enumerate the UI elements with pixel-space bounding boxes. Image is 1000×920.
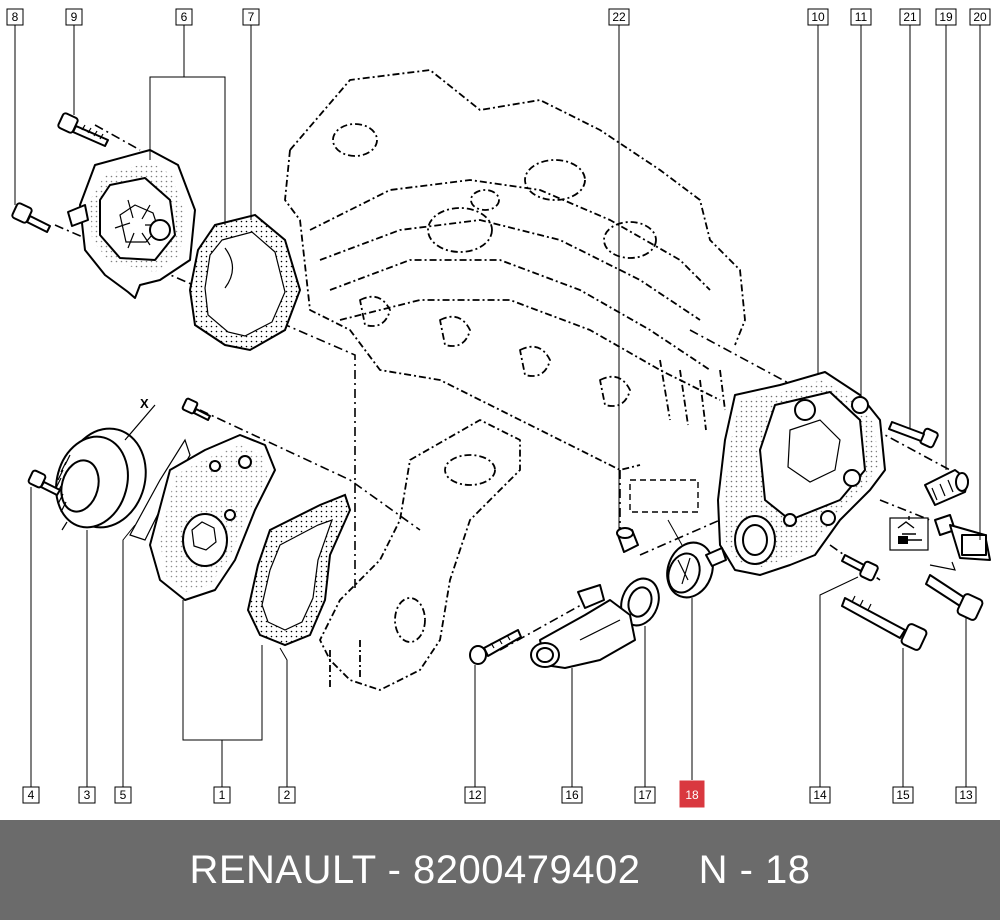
thermostat-18 xyxy=(666,541,727,599)
svg-text:21: 21 xyxy=(903,10,917,24)
part-info-banner: RENAULT - 8200479402 N - 18 xyxy=(0,820,1000,920)
callout-5: 5 xyxy=(114,786,132,804)
svg-text:15: 15 xyxy=(896,788,910,802)
diagram-position: N - 18 xyxy=(698,847,811,892)
warning-symbol-icon xyxy=(889,516,929,551)
svg-text:6: 6 xyxy=(181,10,188,24)
svg-text:3: 3 xyxy=(84,788,91,802)
gasket-5 xyxy=(129,438,191,541)
coolant-outlet-16 xyxy=(530,584,636,669)
callout-8: 8 xyxy=(6,8,24,26)
part-number: 8200479402 xyxy=(413,847,641,892)
svg-text:8: 8 xyxy=(12,10,19,24)
bolt-13 xyxy=(925,574,984,621)
leader-lines xyxy=(14,25,981,787)
engine-block-outline xyxy=(284,69,746,691)
seal-ring-17 xyxy=(620,577,660,627)
brand-name: RENAULT xyxy=(189,847,376,892)
water-pump-6 xyxy=(67,149,196,299)
callout-16: 16 xyxy=(561,786,583,804)
bleed-cap-22 xyxy=(616,527,639,553)
svg-text:17: 17 xyxy=(638,788,652,802)
callout-10: 10 xyxy=(807,8,829,26)
callout-6: 6 xyxy=(175,8,193,26)
bolt-8 xyxy=(11,202,51,233)
callout-1: 1 xyxy=(213,786,231,804)
callout-7: 7 xyxy=(242,8,260,26)
svg-text:5: 5 xyxy=(120,788,127,802)
callout-11: 11 xyxy=(850,8,872,26)
part-info-text: RENAULT - 8200479402 N - 18 xyxy=(189,848,810,893)
bolt-21 xyxy=(888,421,939,449)
callout-18: 18 xyxy=(679,780,705,808)
callout-4: 4 xyxy=(22,786,40,804)
svg-text:12: 12 xyxy=(468,788,482,802)
svg-text:13: 13 xyxy=(959,788,973,802)
bolt-14 xyxy=(841,554,879,582)
svg-text:2: 2 xyxy=(284,788,291,802)
pump-housing-1 xyxy=(149,434,276,601)
bolt-15 xyxy=(841,595,928,651)
exploded-parts-diagram: X xyxy=(6,8,991,808)
pulley-3 xyxy=(55,404,156,529)
bolt-12 xyxy=(469,629,522,665)
bolt-9 xyxy=(57,112,109,147)
callout-20: 20 xyxy=(969,8,991,26)
callout-2: 2 xyxy=(278,786,296,804)
svg-text:19: 19 xyxy=(939,10,953,24)
temp-sensor-19 xyxy=(924,469,969,506)
svg-text:9: 9 xyxy=(71,10,78,24)
bolt-top-5 xyxy=(181,397,211,421)
svg-text:18: 18 xyxy=(685,788,699,802)
svg-text:22: 22 xyxy=(612,10,626,24)
thermostat-housing-10 xyxy=(717,371,886,576)
svg-text:20: 20 xyxy=(973,10,987,24)
gasket-7 xyxy=(188,213,302,352)
svg-text:14: 14 xyxy=(813,788,827,802)
callout-21: 21 xyxy=(899,8,921,26)
temp-sensor-20 xyxy=(934,514,991,561)
svg-text:10: 10 xyxy=(811,10,825,24)
svg-text:11: 11 xyxy=(855,10,868,24)
svg-text:7: 7 xyxy=(248,10,255,24)
svg-text:16: 16 xyxy=(565,788,579,802)
separator: - xyxy=(375,847,414,892)
callout-22: 22 xyxy=(608,8,630,26)
bolt-4 xyxy=(27,469,61,496)
callout-13: 13 xyxy=(955,786,977,804)
callout-15: 15 xyxy=(892,786,914,804)
callout-3: 3 xyxy=(78,786,96,804)
dashed-reference-box xyxy=(629,479,699,513)
callout-14: 14 xyxy=(809,786,831,804)
callout-19: 19 xyxy=(935,8,957,26)
svg-text:4: 4 xyxy=(28,788,35,802)
svg-text:1: 1 xyxy=(219,788,226,802)
callout-17: 17 xyxy=(634,786,656,804)
axis-x-marker: X xyxy=(140,396,149,411)
callout-12: 12 xyxy=(464,786,486,804)
gasket-2 xyxy=(246,493,352,647)
callout-9: 9 xyxy=(65,8,83,26)
spacer xyxy=(641,848,699,892)
arrow-indicator xyxy=(61,521,68,531)
sensor-arrow xyxy=(929,561,956,571)
